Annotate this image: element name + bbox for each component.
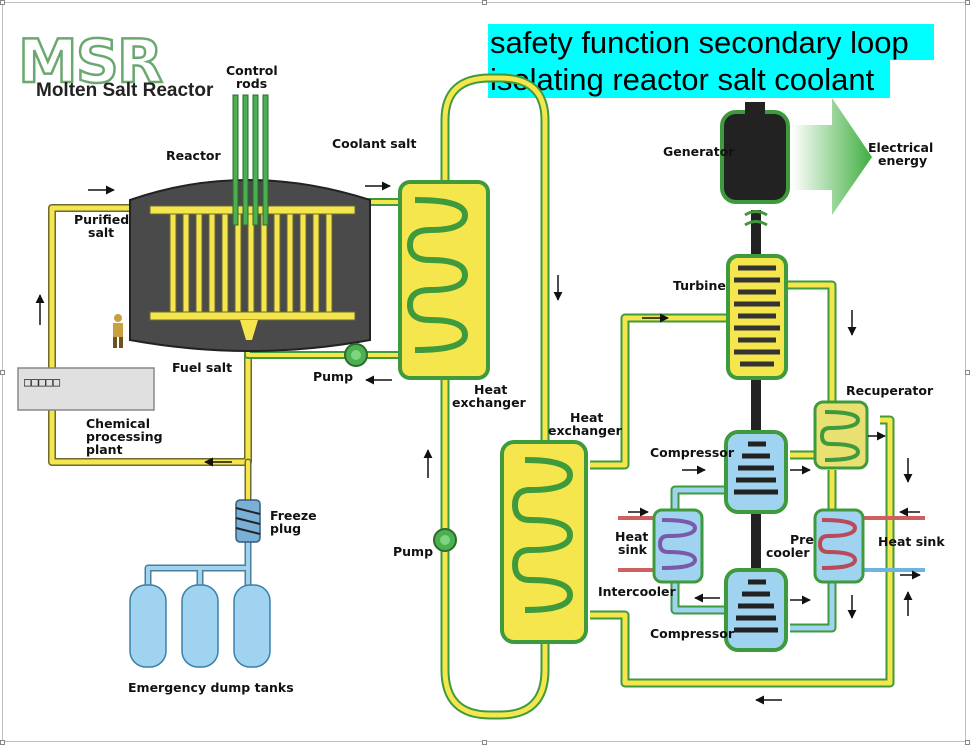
flow-arrows — [35, 181, 921, 705]
label-heat-exchanger-2b: exchanger — [548, 423, 623, 438]
label-coolant-salt: Coolant salt — [332, 136, 416, 151]
label-pump-secondary: Pump — [393, 544, 433, 559]
heat-exchanger-primary — [398, 180, 490, 380]
heat-sink-left — [652, 508, 704, 584]
label-electrical-1: Electrical — [868, 140, 933, 155]
compressor-lower — [724, 568, 788, 652]
chemical-processing-plant: □□□□□ — [17, 367, 155, 411]
label-purified-salt-1: Purified — [74, 212, 129, 227]
label-precooler-2: cooler — [766, 545, 810, 560]
label-intercooler: Intercooler — [598, 584, 677, 599]
control-rods — [232, 94, 269, 226]
label-heat-exchanger-1a: Heat — [474, 382, 507, 397]
label-pump-primary: Pump — [313, 369, 353, 384]
label-chemical-1: Chemical — [86, 416, 150, 431]
electrical-energy-arrow-icon — [792, 98, 872, 215]
label-freeze-plug-1: Freeze — [270, 508, 317, 523]
label-generator: Generator — [663, 144, 735, 159]
safety-banner: safety function secondary loop isolating… — [488, 24, 934, 98]
label-control-rods-2: rods — [236, 76, 267, 91]
label-purified-salt-2: salt — [88, 225, 114, 240]
turbine — [726, 254, 788, 380]
banner-highlight-1 — [488, 24, 934, 60]
component-labels: Control rods Reactor Coolant salt Purifi… — [74, 63, 945, 695]
secondary-loop-piping — [440, 73, 550, 720]
label-heat-exchanger-1b: exchanger — [452, 395, 527, 410]
precooler — [813, 508, 865, 584]
recuperator — [813, 400, 869, 470]
banner-line-2: isolating reactor salt coolant — [490, 62, 875, 97]
label-freeze-plug-2: plug — [270, 521, 301, 536]
heat-exchanger-secondary — [500, 440, 588, 644]
power-conversion-piping — [590, 280, 925, 688]
label-chemical-3: plant — [86, 442, 123, 457]
label-control-rods-1: Control — [226, 63, 278, 78]
label-fuel-salt: Fuel salt — [172, 360, 232, 375]
label-compressor-upper: Compressor — [650, 445, 735, 460]
worker-figure-icon — [113, 314, 123, 348]
label-precooler-1: Pre — [790, 532, 814, 547]
reactor-vessel — [129, 179, 371, 352]
banner-highlight-2 — [488, 60, 890, 98]
plant-display: □□□□□ — [24, 375, 60, 389]
label-emergency-tanks: Emergency dump tanks — [128, 680, 294, 695]
emergency-dump-tanks — [129, 584, 271, 668]
generator — [720, 102, 790, 227]
banner-line-1: safety function secondary loop — [490, 25, 909, 60]
pump-primary-icon — [344, 343, 368, 367]
label-heat-sink-right: Heat sink — [878, 534, 945, 549]
label-recuperator: Recuperator — [846, 383, 934, 398]
label-reactor: Reactor — [166, 148, 222, 163]
label-turbine: Turbine — [673, 278, 726, 293]
pump-secondary-icon — [433, 528, 457, 552]
label-heat-exchanger-2a: Heat — [570, 410, 603, 425]
resize-handle-top[interactable] — [482, 0, 487, 5]
label-electrical-2: energy — [878, 153, 927, 168]
logo-mark: MSR — [18, 27, 162, 97]
resize-handle-left[interactable] — [0, 370, 5, 375]
compressor-upper — [724, 430, 788, 514]
label-compressor-lower: Compressor — [650, 626, 735, 641]
label-heat-sink-left-2: sink — [618, 542, 648, 557]
logo-subtitle: Molten Salt Reactor — [36, 80, 214, 101]
resize-handle-top-left[interactable] — [0, 0, 5, 5]
freeze-plug — [235, 499, 261, 543]
label-heat-sink-left-1: Heat — [615, 529, 648, 544]
label-chemical-2: processing — [86, 429, 163, 444]
